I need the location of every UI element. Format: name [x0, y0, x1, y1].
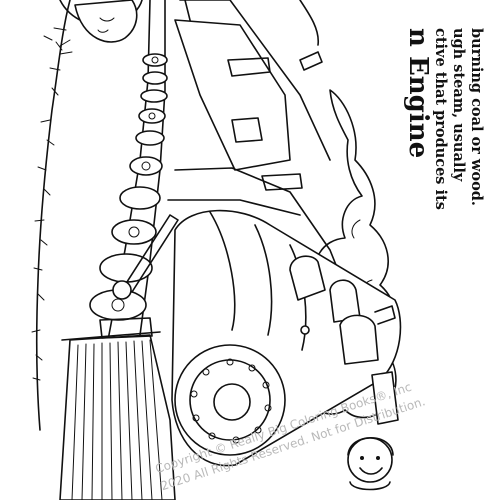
definition-line-1: ctive that produces its: [432, 28, 449, 210]
smokebox-door: [174, 344, 286, 456]
smiling-child-face-icon: [347, 436, 394, 491]
definition-line-2: ugh steam, usually: [450, 28, 467, 182]
wheel-stack: [89, 53, 168, 321]
definition-line-3: burning coal or wood.: [468, 28, 485, 206]
hill-scenery: [31, 0, 143, 431]
heading-block: n Engine ctive that produces its ugh ste…: [403, 28, 485, 210]
page-title: n Engine: [403, 28, 433, 158]
cowcatcher: [59, 317, 176, 500]
